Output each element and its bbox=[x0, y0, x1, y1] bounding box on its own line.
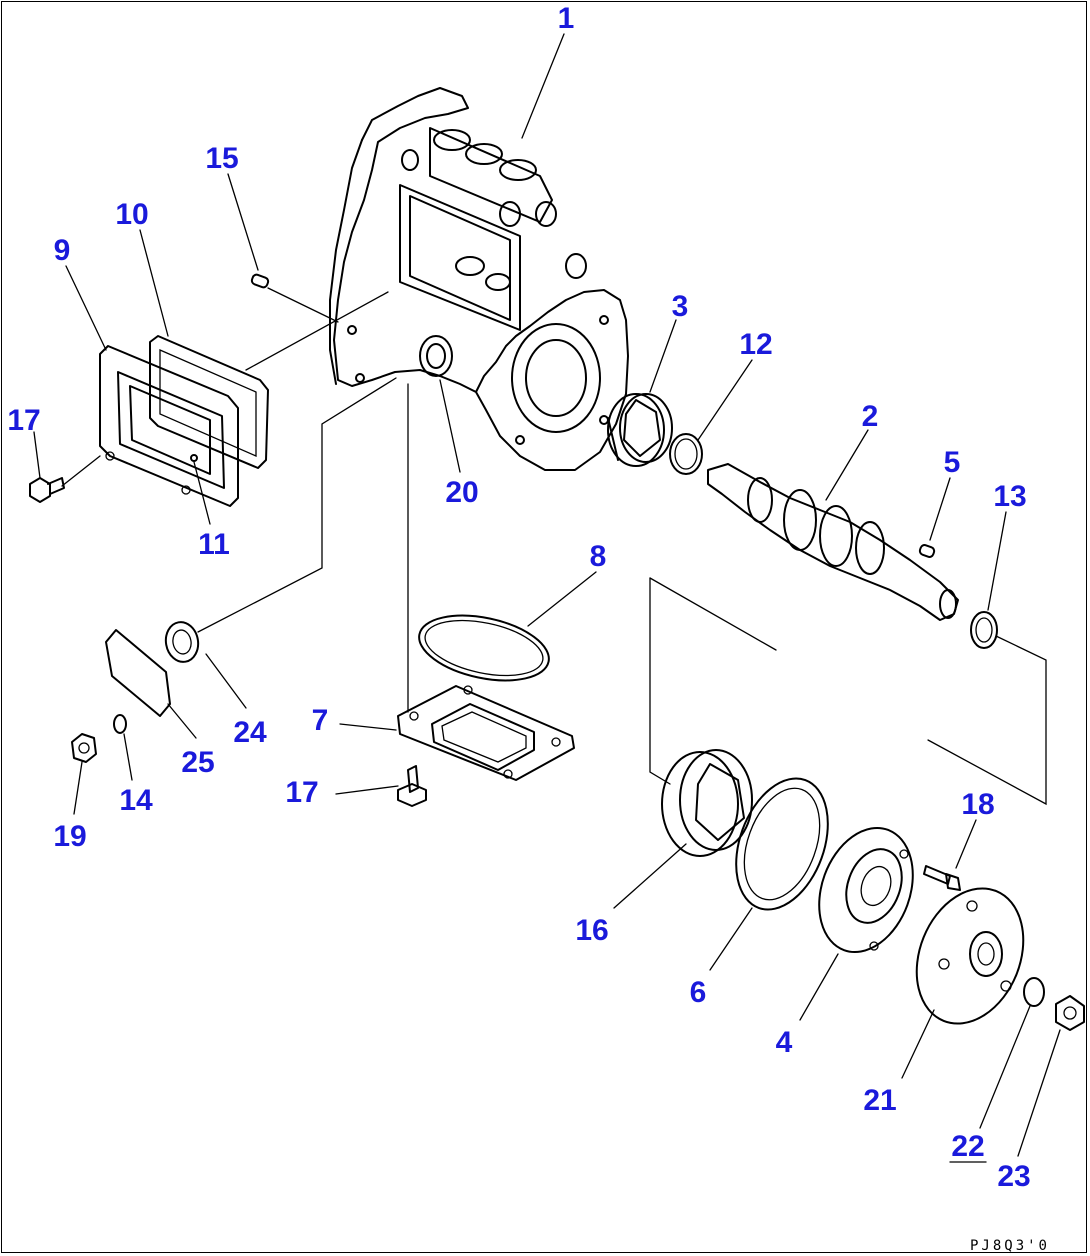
o-ring-12 bbox=[669, 433, 703, 475]
cover-plate-9 bbox=[99, 345, 239, 507]
bolt-17-left bbox=[29, 477, 65, 503]
bolt-17-bottom bbox=[397, 765, 427, 807]
callout-6: 6 bbox=[690, 976, 707, 1009]
callout-25: 25 bbox=[181, 746, 214, 779]
washer-13 bbox=[970, 611, 998, 649]
leader-lines bbox=[33, 33, 1061, 1163]
callout-19: 19 bbox=[53, 820, 86, 853]
pump-housing bbox=[329, 87, 629, 471]
spring-washer-14 bbox=[113, 714, 127, 734]
callout-5: 5 bbox=[944, 446, 961, 479]
rotor-gear-16 bbox=[661, 749, 753, 857]
camshaft bbox=[707, 463, 959, 621]
callout-17-left: 17 bbox=[7, 404, 40, 437]
washer-22 bbox=[1023, 977, 1045, 1007]
callout-14: 14 bbox=[119, 784, 153, 817]
key-5 bbox=[918, 544, 936, 558]
cover-4 bbox=[818, 827, 914, 953]
callout-15: 15 bbox=[205, 142, 238, 175]
callout-16: 16 bbox=[575, 914, 608, 947]
plate-25 bbox=[105, 629, 171, 717]
callout-13: 13 bbox=[993, 480, 1026, 513]
callout-17-bottom: 17 bbox=[285, 776, 318, 809]
assembly-lines bbox=[61, 287, 1047, 806]
pin-15 bbox=[250, 273, 270, 289]
callout-10: 10 bbox=[115, 198, 148, 231]
gasket-10 bbox=[149, 335, 269, 469]
flange-plate-7 bbox=[397, 685, 575, 781]
callout-9: 9 bbox=[54, 234, 71, 267]
callout-22: 22 bbox=[951, 1130, 984, 1163]
callout-8: 8 bbox=[590, 540, 607, 573]
bolt-18 bbox=[923, 865, 961, 891]
nut-19 bbox=[71, 733, 97, 763]
o-ring-8 bbox=[418, 614, 550, 682]
rotor-gear bbox=[607, 393, 673, 467]
callout-labels: 1 2 3 4 5 6 7 8 9 10 11 12 13 14 15 16 1… bbox=[7, 2, 1030, 1193]
callout-1: 1 bbox=[558, 2, 575, 35]
callout-20: 20 bbox=[445, 476, 478, 509]
callout-21: 21 bbox=[863, 1084, 896, 1117]
callout-23: 23 bbox=[997, 1160, 1030, 1193]
drawing-code: PJ8Q3'0 bbox=[970, 1238, 1050, 1254]
coupling-21 bbox=[915, 887, 1025, 1025]
seal-24 bbox=[164, 621, 200, 663]
nut-23 bbox=[1055, 995, 1085, 1031]
callout-3: 3 bbox=[672, 290, 689, 323]
callout-24: 24 bbox=[233, 716, 267, 749]
callout-12: 12 bbox=[739, 328, 772, 361]
plug-11 bbox=[190, 454, 198, 462]
callout-18: 18 bbox=[961, 788, 994, 821]
callout-11: 11 bbox=[198, 528, 230, 561]
callout-4: 4 bbox=[776, 1026, 793, 1059]
callout-2: 2 bbox=[862, 400, 879, 433]
callout-7: 7 bbox=[312, 704, 329, 737]
gasket-6 bbox=[735, 777, 829, 911]
